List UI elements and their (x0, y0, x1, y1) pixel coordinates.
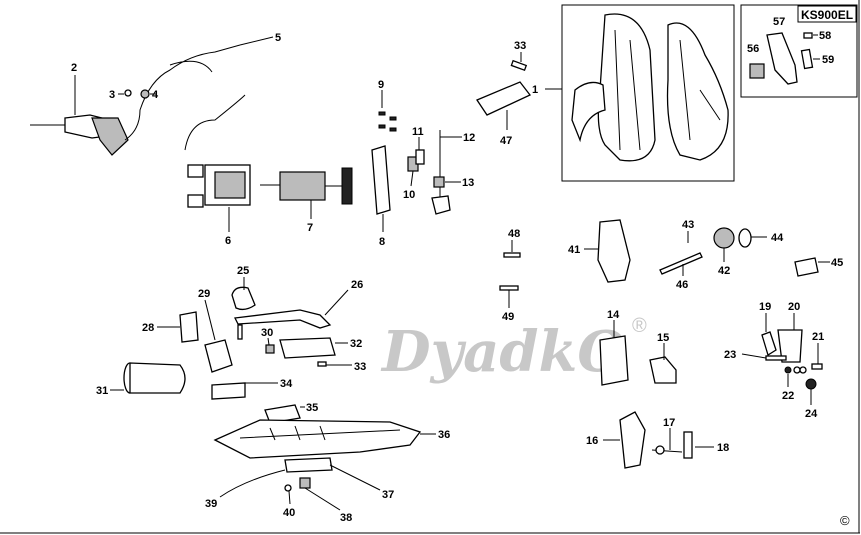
callout-3: 3 (109, 89, 115, 101)
callout-24: 24 (805, 408, 818, 420)
callout-45: 45 (831, 257, 843, 269)
callout-59: 59 (822, 54, 834, 66)
callout-20: 20 (788, 301, 800, 313)
callout-41: 41 (568, 244, 580, 256)
callout-21: 21 (812, 331, 824, 343)
callout-2: 2 (71, 62, 77, 74)
callout-32: 32 (350, 338, 362, 350)
callout-40: 40 (283, 507, 295, 519)
callout-11: 11 (412, 126, 424, 138)
callout-33-bottom: 33 (354, 361, 366, 373)
watermark-registered-mark: ® (632, 315, 647, 337)
callout-42: 42 (718, 265, 730, 277)
callout-37: 37 (382, 489, 394, 501)
callout-22: 22 (782, 390, 794, 402)
lower-left-parts (110, 277, 436, 511)
callout-13: 13 (462, 177, 474, 189)
callout-23: 23 (724, 349, 736, 361)
callout-17: 17 (663, 417, 675, 429)
callout-7: 7 (307, 222, 313, 234)
callout-34: 34 (280, 378, 293, 390)
callout-44: 44 (771, 232, 784, 244)
callout-8: 8 (379, 236, 385, 248)
callout-19: 19 (759, 301, 771, 313)
callout-26: 26 (351, 279, 363, 291)
callout-47: 47 (500, 135, 512, 147)
callout-4: 4 (152, 89, 159, 101)
callout-16: 16 (586, 435, 598, 447)
callout-25: 25 (237, 265, 249, 277)
watermark-text: DyadkO (380, 319, 626, 385)
model-label: KS900EL (801, 8, 853, 22)
callout-9: 9 (378, 79, 384, 91)
housing-inset-box (545, 4, 735, 182)
callout-39: 39 (205, 498, 217, 510)
callout-29: 29 (198, 288, 210, 300)
callout-28: 28 (142, 322, 154, 334)
callout-5: 5 (275, 32, 281, 44)
top-small-parts (476, 52, 532, 130)
callout-labels: 1 2 3 4 5 6 7 8 9 10 11 12 13 14 15 16 1… (71, 16, 843, 524)
callout-49: 49 (502, 311, 514, 323)
lower-right-parts (599, 313, 823, 469)
callout-57: 57 (773, 16, 785, 28)
callout-14: 14 (607, 309, 620, 321)
callout-30: 30 (261, 327, 273, 339)
callout-48: 48 (508, 228, 520, 240)
callout-35: 35 (306, 402, 318, 414)
callout-1: 1 (532, 84, 538, 96)
callout-43: 43 (682, 219, 694, 231)
callout-58: 58 (819, 30, 831, 42)
callout-38: 38 (340, 512, 352, 524)
callout-12: 12 (463, 132, 475, 144)
copyright-symbol: © (840, 513, 850, 528)
callout-10: 10 (403, 189, 415, 201)
callout-46: 46 (676, 279, 688, 291)
watermark: DyadkO ® (380, 315, 647, 385)
callout-31: 31 (96, 385, 108, 397)
callout-36: 36 (438, 429, 450, 441)
callout-6: 6 (225, 235, 231, 247)
middle-right-parts (499, 219, 830, 308)
callout-56: 56 (747, 43, 759, 55)
motor-parts (184, 90, 462, 232)
ks900el-inset-box: KS900EL (740, 4, 858, 98)
callout-18: 18 (717, 442, 729, 454)
cord-and-switch-parts (30, 36, 274, 156)
callout-15: 15 (657, 332, 669, 344)
callout-33-top: 33 (514, 40, 526, 52)
